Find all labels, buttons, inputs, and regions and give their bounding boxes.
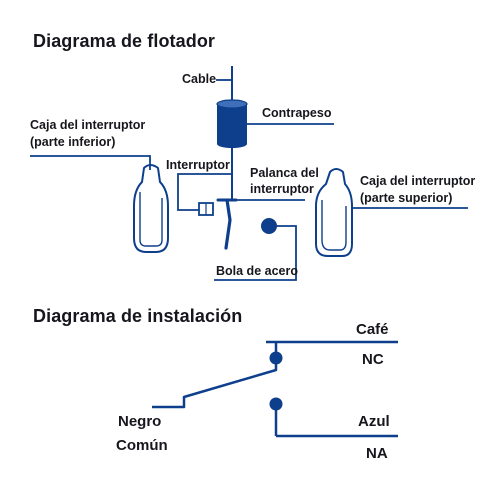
wire-common-label: Común: [116, 437, 168, 454]
housing-lower-leader: [30, 155, 151, 170]
nc-contact-icon: [269, 351, 283, 365]
switch-leader: [177, 173, 232, 211]
wire-nc-label: NC: [362, 351, 384, 368]
housing-lower-icon: [133, 164, 169, 253]
float-diagram-title: Diagrama de flotador: [33, 31, 216, 51]
wire-na-label: NA: [366, 445, 388, 462]
common-wire-line: [152, 362, 278, 409]
counterweight-label: Contrapeso: [262, 106, 332, 120]
counterweight-icon: [216, 99, 248, 148]
cable-label: Cable: [182, 72, 217, 86]
wire-brown-label: Café: [356, 321, 389, 338]
switch-icon: [198, 202, 214, 216]
housing-upper-label-line2: (parte superior): [360, 191, 453, 205]
switch-label: Interruptor: [166, 158, 230, 172]
housing-upper-label-line1: Caja del interruptor: [360, 174, 476, 188]
housing-upper-icon: [315, 168, 353, 257]
na-contact-icon: [269, 397, 283, 411]
wire-black-label: Negro: [118, 413, 162, 430]
housing-lower-label-line1: Caja del interruptor: [30, 118, 146, 132]
steel-ball-label: Bola de acero: [216, 264, 298, 278]
installation-diagram-title: Diagrama de instalación: [33, 306, 243, 326]
steel-ball-leader: [214, 225, 297, 281]
wire-blue-label: Azul: [358, 413, 390, 430]
housing-lower-label-line2: (parte inferior): [30, 135, 116, 149]
lever-label-line1: Palanca del: [250, 166, 319, 180]
lever-label-line2: interruptor: [250, 182, 314, 196]
lever-icon: [216, 198, 238, 250]
